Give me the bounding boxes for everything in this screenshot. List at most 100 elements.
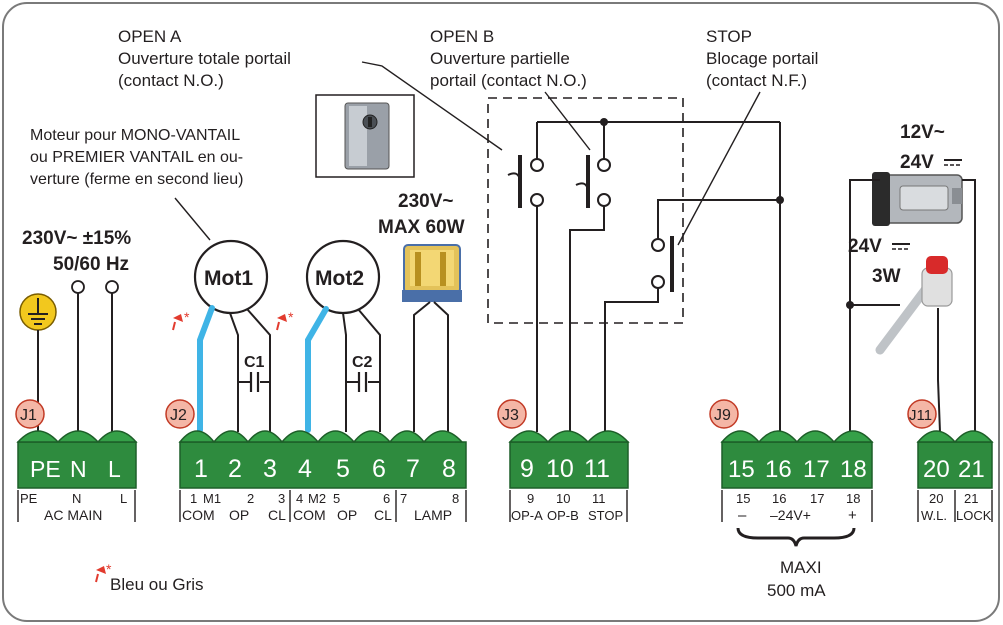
j2-b-5: 5 bbox=[333, 491, 340, 506]
j9-b-plus: + bbox=[848, 507, 857, 524]
open-b-wire bbox=[569, 206, 605, 432]
j2-b-com1: COM bbox=[182, 507, 215, 523]
j2-b-m2: M2 bbox=[308, 491, 326, 506]
maxi-current-label: 500 mA bbox=[767, 581, 826, 600]
open-a-button-arc bbox=[507, 172, 521, 181]
mains-voltage: 230V~ ±15% bbox=[22, 228, 131, 249]
j2-bottom-labels: 1 M1 2 3 4 M2 5 6 7 8 COM OP CL COM OP C… bbox=[179, 490, 467, 523]
j1-bottom-n: N bbox=[72, 491, 81, 506]
l-input bbox=[105, 280, 119, 294]
terminal-j1: PE N L bbox=[16, 430, 138, 489]
junction-2 bbox=[600, 118, 608, 126]
stop-contact-top bbox=[651, 238, 665, 252]
j11-b-wl: W.L. bbox=[921, 508, 947, 523]
j11-bottom-labels: 20 21 W.L. LOCK bbox=[917, 490, 993, 523]
motor-2-op-wire bbox=[342, 312, 347, 432]
pin-marker-2: * bbox=[276, 309, 294, 331]
j9-bottom-labels: 15 16 17 18 – –24V+ + bbox=[721, 490, 873, 524]
open-a-desc2: (contact N.O.) bbox=[118, 71, 224, 90]
j9-b-16: 16 bbox=[772, 491, 786, 506]
open-a-contact-bottom bbox=[530, 193, 544, 207]
badge-j2-text: J2 bbox=[170, 407, 187, 424]
badge-j2 bbox=[165, 399, 195, 429]
j11-b-lock: LOCK bbox=[956, 508, 992, 523]
j2-b-cl1: CL bbox=[268, 507, 286, 523]
warning-light-picture bbox=[875, 256, 953, 355]
badge-j3-text: J3 bbox=[502, 407, 519, 424]
open-b-title: OPEN B bbox=[430, 27, 494, 46]
j2-b-3: 3 bbox=[278, 491, 285, 506]
badge-j1 bbox=[15, 399, 45, 429]
j9-pin-17: 17 bbox=[803, 456, 830, 483]
flashing-lamp-picture bbox=[402, 244, 462, 302]
j2-b-m1: M1 bbox=[203, 491, 221, 506]
legend-text: Bleu ou Gris bbox=[110, 575, 204, 594]
open-b-contact-bottom bbox=[597, 193, 611, 207]
j11-pin-21: 21 bbox=[958, 456, 985, 483]
j1-bottom-l: L bbox=[120, 491, 127, 506]
j11-b-20: 20 bbox=[929, 491, 943, 506]
j2-b-6: 6 bbox=[383, 491, 390, 506]
j3-b-opa: OP-A bbox=[511, 508, 543, 523]
badge-j3 bbox=[497, 399, 527, 429]
badge-j11-text: J11 bbox=[909, 407, 932, 424]
j1-bottom-labels: PE N L AC MAIN bbox=[17, 490, 136, 523]
j2-b-7: 7 bbox=[400, 491, 407, 506]
open-b-contact-top bbox=[597, 158, 611, 172]
badge-j9 bbox=[709, 399, 739, 429]
j2-b-op1: OP bbox=[229, 507, 249, 523]
open-a-contact-top bbox=[530, 158, 544, 172]
lock-voltage-dc: 24V bbox=[900, 152, 934, 173]
motor-1-label: Mot1 bbox=[204, 267, 253, 290]
j9-pin-16: 16 bbox=[765, 456, 792, 483]
lock-wire-2 bbox=[962, 179, 976, 432]
j2-pin-3: 3 bbox=[263, 455, 277, 483]
j2-pin-6: 6 bbox=[372, 455, 386, 483]
control-dashed-box bbox=[487, 97, 684, 324]
j9-b-15: 15 bbox=[736, 491, 750, 506]
motor-1-cl-wire bbox=[246, 308, 271, 432]
motor-2: Mot2 bbox=[305, 239, 381, 315]
j1-pin-n: N bbox=[70, 456, 87, 482]
legend-star: * bbox=[106, 561, 112, 577]
open-b-desc2: portail (contact N.O.) bbox=[430, 71, 587, 90]
wl-power: 3W bbox=[872, 266, 901, 287]
j9-pin-18: 18 bbox=[840, 456, 867, 483]
open-a-desc1: Ouverture totale portail bbox=[118, 49, 291, 68]
j2-b-cl2: CL bbox=[374, 507, 392, 523]
j2-b-8: 8 bbox=[452, 491, 459, 506]
terminal-j3: 9 10 11 bbox=[508, 430, 630, 489]
lamp-power: MAX 60W bbox=[378, 217, 465, 238]
terminal-j11: 20 21 bbox=[916, 430, 994, 489]
j3-pin-10: 10 bbox=[546, 455, 574, 483]
j2-pin-4: 4 bbox=[298, 455, 312, 483]
j2-b-1: 1 bbox=[190, 491, 197, 506]
j2-pin-5: 5 bbox=[336, 455, 350, 483]
j3-b-9: 9 bbox=[527, 491, 534, 506]
terminal-j2: 1 2 3 4 5 6 7 8 bbox=[178, 430, 467, 489]
stop-title: STOP bbox=[706, 27, 752, 46]
open-a-title: OPEN A bbox=[118, 27, 182, 46]
c2-label: C2 bbox=[352, 354, 373, 371]
badge-j1-text: J1 bbox=[20, 407, 37, 424]
wl-voltage: 24V bbox=[848, 236, 882, 257]
j9-b-17: 17 bbox=[810, 491, 824, 506]
j3-pin-11: 11 bbox=[584, 455, 610, 483]
stop-desc2: (contact N.F.) bbox=[706, 71, 807, 90]
motor-leader bbox=[174, 197, 211, 241]
j1-bottom-group: AC MAIN bbox=[44, 507, 102, 523]
j2-b-lamp: LAMP bbox=[414, 507, 452, 523]
stop-wire bbox=[604, 288, 659, 432]
j2-pin-8: 8 bbox=[442, 455, 456, 483]
open-a-leader bbox=[361, 61, 503, 151]
open-b-desc1: Ouverture partielle bbox=[430, 49, 570, 68]
j9-b-24v: –24V+ bbox=[770, 507, 811, 523]
j2-b-4: 4 bbox=[296, 491, 303, 506]
stop-top-wire bbox=[657, 122, 781, 240]
electric-lock-picture bbox=[872, 172, 963, 226]
lamp-wire-1 bbox=[413, 301, 431, 432]
motor-1: Mot1 bbox=[193, 239, 269, 315]
j11-b-21: 21 bbox=[964, 491, 978, 506]
j9-b-18: 18 bbox=[846, 491, 860, 506]
stop-contact-bottom bbox=[651, 275, 665, 289]
